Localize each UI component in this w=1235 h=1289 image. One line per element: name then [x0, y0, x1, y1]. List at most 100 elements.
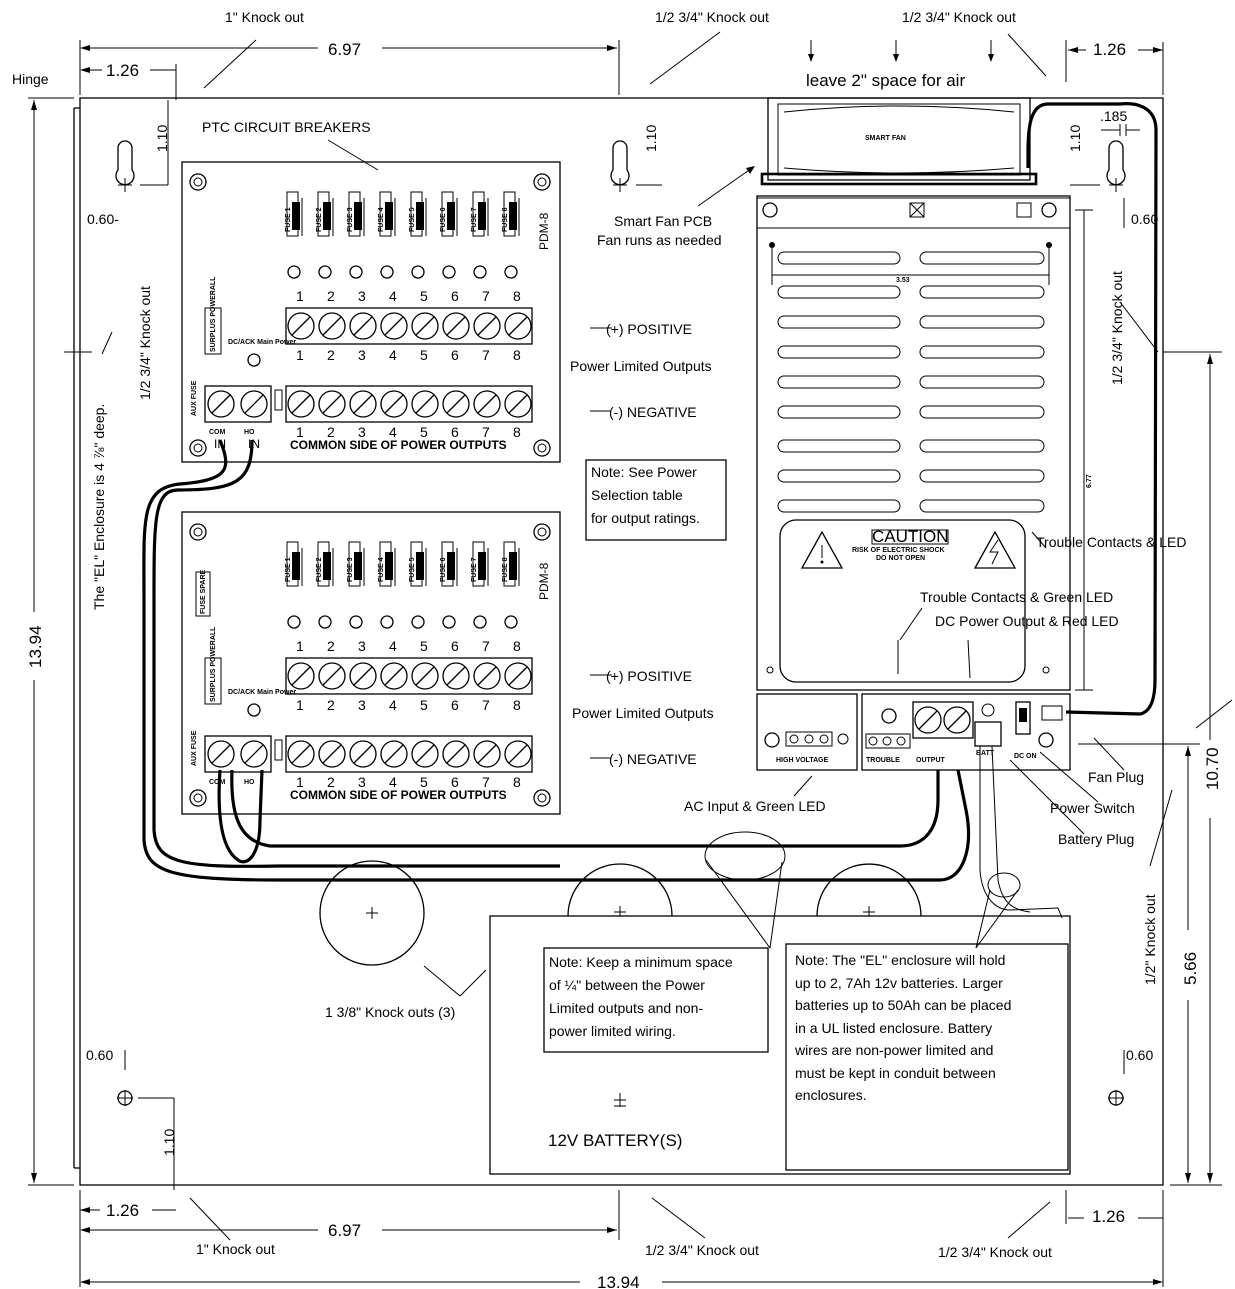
mount-hole-bottom-left	[117, 1050, 175, 1190]
dim-0-60-top-right: 0.60	[1131, 211, 1158, 227]
com-label: COM	[209, 779, 226, 786]
fuse-body	[478, 552, 486, 580]
psu-vent-slot	[777, 499, 901, 513]
negative-label-bottom: (-) NEGATIVE	[609, 751, 697, 767]
terminal-number-negative: 7	[482, 774, 490, 790]
terminal-slot	[211, 394, 231, 414]
terminal-number-positive: 3	[358, 288, 366, 304]
dim-1-26-top-right: 1.26	[1093, 40, 1126, 59]
dim-1-26-bottom-right: 1.26	[1092, 1207, 1125, 1226]
high-voltage-label: HIGH VOLTAGE	[776, 757, 829, 764]
fuse-body	[385, 552, 393, 580]
fuse-label: FUSE 1	[285, 207, 292, 232]
dim-1-10-top-left: 1.10	[154, 125, 170, 152]
power-supply-vents	[777, 251, 1045, 513]
fuse-led	[380, 265, 394, 279]
terminal-screw-positive	[318, 312, 346, 340]
terminal-screw-positive	[349, 312, 377, 340]
fuse-body	[323, 552, 331, 580]
pdm-model-label: PDM-8	[537, 212, 551, 250]
terminal-number-negative: 1	[296, 424, 304, 440]
keyhole-top-right	[1070, 124, 1140, 228]
terminal-screw-positive	[411, 662, 439, 690]
board-screw	[533, 523, 551, 541]
terminal-number-mid: 3	[358, 697, 366, 713]
terminal-slot	[384, 744, 404, 764]
psu-vent-slot	[919, 345, 1045, 359]
knockout-label-right-lower: 1/2" Knock out	[1142, 894, 1158, 985]
knockout-label-top-left: 1" Knock out	[225, 9, 304, 25]
psu-vent-slot	[919, 469, 1045, 483]
positive-terminal-strip	[285, 657, 533, 695]
fuse-led	[504, 265, 518, 279]
knockout-label-top-middle: 1/2 3/4" Knock out	[655, 9, 769, 25]
terminal-screw-positive	[411, 312, 439, 340]
terminal-number-mid: 3	[358, 347, 366, 363]
terminal-screw-negative	[473, 390, 501, 418]
terminal-number-mid: 6	[451, 347, 459, 363]
terminal-slot	[322, 394, 342, 414]
note-boxes	[543, 459, 1069, 1171]
board-screw-inner	[537, 527, 547, 537]
knockout-label-bottom-left: 1" Knock out	[196, 1241, 275, 1257]
right-dimensions	[1075, 209, 1233, 1186]
psu-vent-slot	[777, 375, 901, 389]
knockout-label-bottom-right: 1/2 3/4" Knock out	[938, 1244, 1052, 1260]
psu-vent-slot	[919, 315, 1045, 329]
terminal-screw-positive	[380, 662, 408, 690]
negative-terminal-strip	[285, 385, 533, 423]
jumper-label: SURPLUS POWERALL	[210, 276, 217, 352]
dc-power-output-label: DC Power Output & Red LED	[935, 613, 1119, 629]
com-label: COM	[209, 429, 226, 436]
terminal-screw-negative	[287, 390, 315, 418]
terminal-slot	[211, 744, 231, 764]
terminal-screw-negative	[318, 740, 346, 768]
left-dimensions	[28, 97, 92, 1186]
terminal-screw-negative	[442, 390, 470, 418]
terminal-slot	[508, 394, 528, 414]
ho-label: HO	[244, 429, 255, 436]
terminal-number-positive: 4	[389, 638, 397, 654]
bottom-dimensions	[79, 1190, 1164, 1287]
terminal-number-positive: 1	[296, 638, 304, 654]
main-power-label: DC/ACK Main Power	[228, 339, 296, 346]
fuse-led	[318, 615, 332, 629]
terminal-slot	[477, 316, 497, 336]
dim-1-26-top-left: 1.26	[106, 61, 139, 80]
knockouts-large-label: 1 3/8" Knock outs (3)	[325, 1004, 455, 1020]
pdm-board-outline	[181, 511, 561, 815]
terminal-number-mid: 4	[389, 347, 397, 363]
dim-3-53: 3.53	[896, 277, 910, 284]
input-terminal-screw	[240, 390, 268, 418]
fuse-led	[318, 265, 332, 279]
psu-vent-slot	[919, 375, 1045, 389]
fan-plug-label: Fan Plug	[1088, 769, 1144, 785]
terminal-number-mid: 8	[513, 347, 521, 363]
fuse-label: FUSE 5	[409, 557, 416, 582]
jumper-block	[204, 307, 222, 355]
board-screw	[189, 439, 207, 457]
terminal-slot	[508, 744, 528, 764]
terminal-number-positive: 5	[420, 638, 428, 654]
fuse-led	[287, 265, 301, 279]
terminal-slot	[415, 744, 435, 764]
terminal-screw-negative	[349, 740, 377, 768]
positive-label-top: (+) POSITIVE	[606, 321, 692, 337]
pdm-model-label: PDM-8	[537, 562, 551, 600]
dc-on-label: DC ON	[1014, 753, 1037, 760]
psu-vent-slot	[777, 345, 901, 359]
terminal-screw-negative	[473, 740, 501, 768]
smart-fan-label: SMART FAN	[865, 135, 906, 142]
terminal-screw-positive	[504, 312, 532, 340]
fuse-label: FUSE 8	[502, 557, 509, 582]
fuse-body	[323, 202, 331, 230]
board-screw-inner	[193, 177, 203, 187]
terminal-slot	[384, 666, 404, 686]
fuse-label: FUSE 2	[316, 207, 323, 232]
psu-vent-slot	[777, 439, 901, 453]
terminal-slot	[446, 666, 466, 686]
jumper-label: SURPLUS POWERALL	[210, 626, 217, 702]
fuse-label: FUSE 8	[502, 207, 509, 232]
terminal-number-positive: 7	[482, 288, 490, 304]
output-label: OUTPUT	[916, 757, 946, 764]
